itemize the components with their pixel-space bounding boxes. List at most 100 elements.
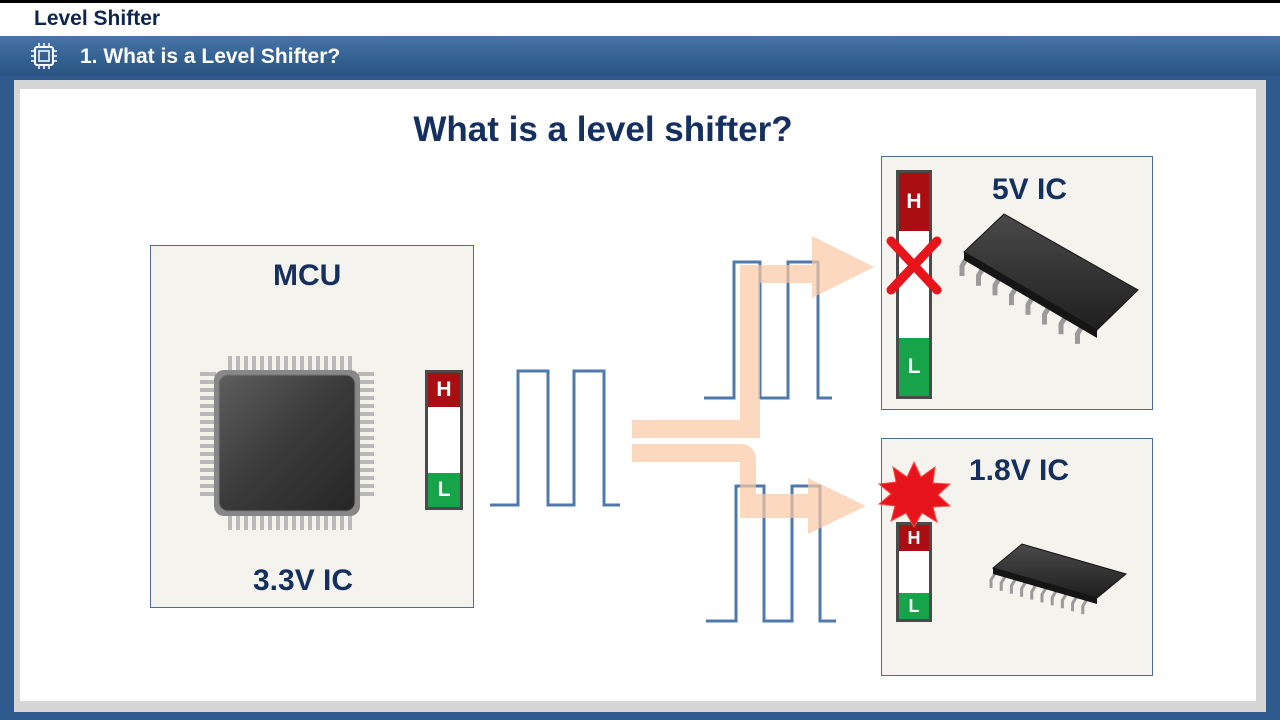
chip-pin [358,476,374,480]
chip-pin [200,380,216,384]
chip-pin [1020,579,1028,597]
chip-pin [200,452,216,456]
chip-pin [284,514,288,530]
chip-pin [292,514,296,530]
ic-5v-label: 5V IC [992,173,1068,206]
chip-pin [200,460,216,464]
slide-title: What is a level shifter? [413,110,793,149]
chip-pin [348,356,352,372]
chip-pin [236,356,240,372]
chip-pin [358,420,374,424]
chip-pin [260,356,264,372]
ic-5v-chip-icon [959,213,1139,344]
section-title: 1. What is a Level Shifter? [80,45,341,68]
signal-arrows [632,236,874,534]
chip-pin [300,514,304,530]
chip-pin [200,476,216,480]
chip-pin [284,356,288,372]
chip-pin [324,356,328,372]
chip-pin [1050,588,1059,606]
ic-1v8-chip-icon [989,543,1128,615]
chip-pin [340,514,344,530]
chip-pin [316,514,320,530]
chip-pin [200,484,216,488]
chip-pin [244,356,248,372]
chip-pin [324,514,328,530]
chip-pin [1009,577,1018,594]
high-level: H [899,173,929,231]
chip-pin [358,428,374,432]
arrow-to-1v8 [632,444,866,534]
chip-pin [358,380,374,384]
chip-pin [358,372,374,376]
chip-pin [252,356,256,372]
chip-pin [200,492,216,496]
chip-pin [268,514,272,530]
mcu-label: MCU [273,259,342,292]
chip-pin [358,460,374,464]
section-header: 1. What is a Level Shifter? [0,36,1280,76]
chip-pin [358,444,374,448]
chip-pin [358,492,374,496]
chip-pin [340,356,344,372]
chip-icon [31,43,57,69]
chip-pin [228,514,232,530]
top-bar: Level Shifter [0,0,1280,36]
ic-1v8-label: 1.8V IC [969,454,1070,487]
chip-pin [244,514,248,530]
chip-pin [358,452,374,456]
chip-pin [200,412,216,416]
chip-pin [252,514,256,530]
chip-pin [1040,585,1049,603]
high-level: H [899,525,929,551]
chip-pin [200,420,216,424]
arrow-to-5v [632,236,874,438]
mcu-level-indicator: H L [425,370,463,510]
low-level: L [428,473,460,507]
chip-pin [260,514,264,530]
chip-pin [308,356,312,372]
chip-pin [292,356,296,372]
chip-pin [200,404,216,408]
explosion-icon [877,460,952,529]
low-level: L [899,338,929,396]
chip-pin [228,356,232,372]
chip-pin [358,436,374,440]
chip-pin [332,356,336,372]
chip-pin [200,444,216,448]
chip-pin [358,396,374,400]
chip-pin [1030,582,1039,600]
chip-pin [358,484,374,488]
chip-pin [268,356,272,372]
chip-pin [200,372,216,376]
mcu-output-waveform [490,369,620,507]
chip-pin [308,514,312,530]
chip-pin [200,396,216,400]
chip-pin [332,514,336,530]
low-level: L [899,593,929,619]
chip-pin [358,412,374,416]
chip-pin [358,388,374,392]
chip-pin [236,514,240,530]
waveform-to-1v8 [706,484,836,623]
chip-pin [358,468,374,472]
mcu-voltage-label: 3.3V IC [253,564,354,597]
chip-pin [999,574,1008,591]
chip-pin [300,356,304,372]
chip-pin [989,571,998,588]
chip-pin [348,514,352,530]
chip-pin [200,428,216,432]
chip-pin [200,388,216,392]
chip-pin [358,404,374,408]
cross-icon [886,236,942,295]
waveform-to-5v [704,260,832,400]
app-title: Level Shifter [34,7,161,30]
chip-pin [200,468,216,472]
high-level: H [428,373,460,407]
mcu-chip-icon [200,356,374,530]
chip-pin [276,514,280,530]
chip-pin [316,356,320,372]
chip-pin [276,356,280,372]
chip-pin [200,436,216,440]
